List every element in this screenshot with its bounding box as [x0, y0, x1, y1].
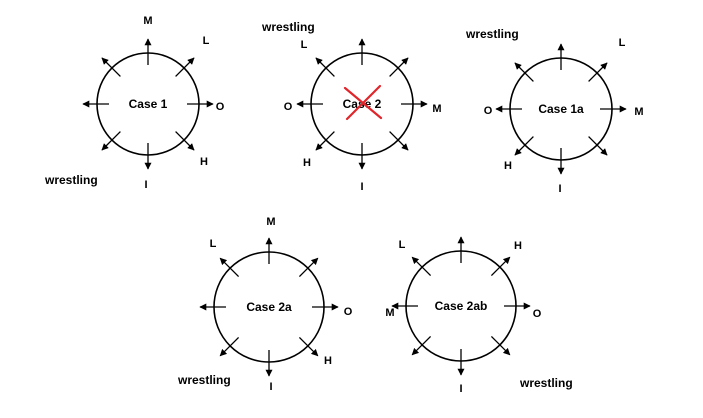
- axis-label-L: L: [619, 37, 626, 49]
- cross-stroke: [345, 84, 382, 121]
- radial-arrows: [82, 38, 214, 170]
- radial-arrows: [495, 43, 627, 175]
- wrestling-label: wrestling: [465, 27, 519, 41]
- radial-arrows: [199, 237, 339, 377]
- axis-label-I: I: [269, 381, 272, 393]
- cross-mark: [343, 84, 383, 121]
- axis-label-H: H: [504, 160, 512, 172]
- arrow-sw: [315, 131, 335, 151]
- axis-label-L: L: [210, 238, 217, 250]
- arrow-nw: [101, 57, 121, 77]
- arrow-ne: [175, 57, 195, 77]
- case-title: Case 2a: [246, 300, 292, 314]
- radial-arrows: [296, 38, 428, 170]
- axis-label-I: I: [459, 383, 462, 395]
- arrow-ne: [298, 257, 319, 278]
- axis-label-O: O: [484, 105, 493, 117]
- axis-label-O: O: [216, 101, 225, 113]
- arrow-se: [490, 335, 511, 356]
- arrow-sw: [514, 136, 534, 156]
- axis-label-M: M: [634, 106, 643, 118]
- axis-label-M: M: [385, 307, 394, 319]
- arrow-ne: [588, 62, 608, 82]
- axis-label-I: I: [360, 181, 363, 193]
- axis-label-O: O: [533, 308, 542, 320]
- arrow-ne: [490, 256, 511, 277]
- case-diagram-2: Case 2 wrestling L O M H I: [261, 20, 442, 193]
- axis-label-I: I: [558, 183, 561, 195]
- axis-label-H: H: [200, 156, 208, 168]
- arrow-sw: [219, 336, 240, 357]
- arrow-nw: [411, 256, 432, 277]
- axis-label-M: M: [143, 15, 152, 27]
- arrow-nw: [219, 257, 240, 278]
- wrestling-label: wrestling: [261, 20, 315, 34]
- arrow-nw: [315, 57, 335, 77]
- arrow-nw: [514, 62, 534, 82]
- wrestling-label: wrestling: [519, 376, 573, 390]
- arrow-sw: [411, 335, 432, 356]
- axis-label-H: H: [303, 157, 311, 169]
- case-diagram-5: Case 2ab wrestling L H M O I: [385, 236, 573, 395]
- arrow-se: [389, 131, 409, 151]
- wrestling-label: wrestling: [44, 173, 98, 187]
- radial-arrows: [391, 236, 531, 376]
- axis-label-M: M: [266, 216, 275, 228]
- case-diagram-4: Case 2a wrestling M L O H I: [177, 216, 353, 393]
- axis-label-M: M: [432, 103, 441, 115]
- case-diagram-1: Case 1 wrestling M L O H I: [44, 15, 225, 191]
- case-title: Case 1a: [538, 102, 584, 116]
- case-title: Case 2ab: [435, 299, 488, 313]
- wrestling-label: wrestling: [177, 373, 231, 387]
- axis-label-I: I: [144, 179, 147, 191]
- axis-label-L: L: [301, 39, 308, 51]
- case-title: Case 1: [129, 97, 168, 111]
- axis-label-O: O: [284, 101, 293, 113]
- arrow-sw: [101, 131, 121, 151]
- arrow-se: [175, 131, 195, 151]
- axis-label-O: O: [344, 306, 353, 318]
- arrow-ne: [389, 57, 409, 77]
- arrow-se: [588, 136, 608, 156]
- axis-label-H: H: [514, 240, 522, 252]
- case-diagram-3: Case 1a wrestling L O M H I: [465, 27, 644, 195]
- axis-label-H: H: [324, 355, 332, 367]
- axis-label-L: L: [203, 35, 210, 47]
- axis-label-L: L: [399, 239, 406, 251]
- arrow-se: [298, 336, 319, 357]
